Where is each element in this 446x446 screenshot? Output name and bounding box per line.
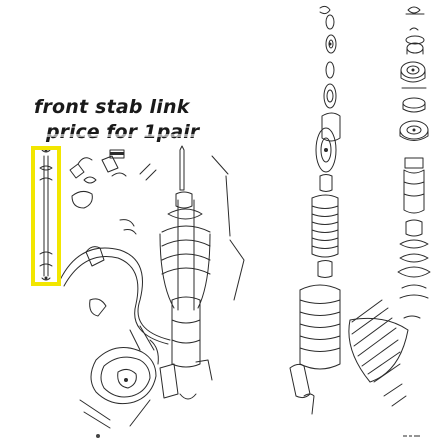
stabilizer-bar bbox=[59, 157, 171, 345]
corner-mark bbox=[403, 435, 420, 437]
lower-control-arm bbox=[79, 325, 159, 429]
caption-price: price for 1pair bbox=[46, 121, 200, 143]
mount-bracket-parts bbox=[101, 149, 245, 301]
strut-assembly bbox=[159, 145, 213, 400]
strut-exploded-column bbox=[289, 5, 341, 415]
highlight-box bbox=[31, 146, 61, 286]
diagram-fill-details bbox=[44, 42, 416, 382]
page-dot bbox=[96, 434, 100, 438]
coil-spring-diagonal bbox=[348, 299, 409, 407]
top-mount-parts-stack bbox=[397, 6, 431, 319]
caption-title: front stab link bbox=[34, 96, 190, 118]
